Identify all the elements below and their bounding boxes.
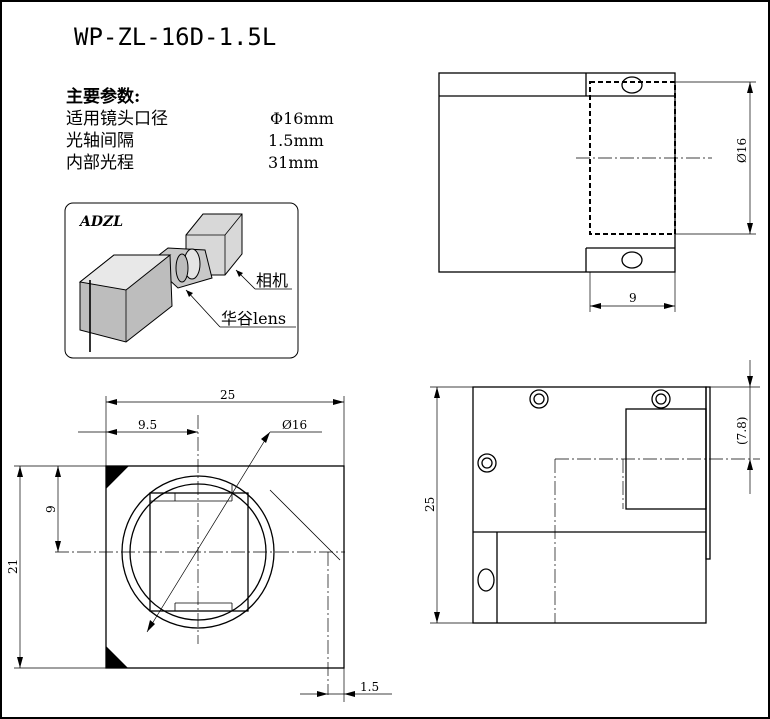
top-diameter-dim: Ø16 <box>735 138 749 163</box>
illustration-frame <box>64 202 299 359</box>
product-illustration: ADZL 相机 华谷lens <box>64 202 299 359</box>
front-diameter-dim: Ø16 <box>282 418 307 432</box>
front-view: 25 9.5 Ø16 9 21 1.5 <box>6 388 392 702</box>
param-value-axis-spacing: 1.5mm <box>268 131 324 150</box>
front-height-21-dim: 21 <box>6 559 20 574</box>
front-height-9-dim: 9 <box>44 505 58 513</box>
front-width-dim: 25 <box>220 388 235 402</box>
params-heading: 主要参数: <box>66 86 140 107</box>
param-label-optical-path: 内部光程 <box>66 153 134 173</box>
drawing-title: WP-ZL-16D-1.5L <box>74 23 276 51</box>
side-ref-dim: (7.8) <box>735 417 749 445</box>
brand-label: ADZL <box>78 214 123 230</box>
side-height-dim: 25 <box>423 497 437 512</box>
front-view-outline <box>105 465 345 669</box>
param-value-optical-path: 31mm <box>268 153 319 172</box>
side-view: 25 (7.8) <box>423 360 760 624</box>
top-view: Ø16 9 <box>438 72 756 312</box>
param-label-lens-aperture: 适用镜头口径 <box>66 109 168 129</box>
camera-label: 相机 <box>256 271 288 290</box>
param-label-axis-spacing: 光轴间隔 <box>66 131 134 151</box>
top-view-outline <box>438 72 676 273</box>
side-view-outline <box>472 386 707 624</box>
top-width-dim: 9 <box>629 291 637 305</box>
front-offset-dim: 9.5 <box>138 418 157 432</box>
prism-label: 华谷lens <box>221 309 286 328</box>
param-value-lens-aperture: Φ16mm <box>270 109 334 128</box>
front-shift-dim: 1.5 <box>360 680 379 694</box>
